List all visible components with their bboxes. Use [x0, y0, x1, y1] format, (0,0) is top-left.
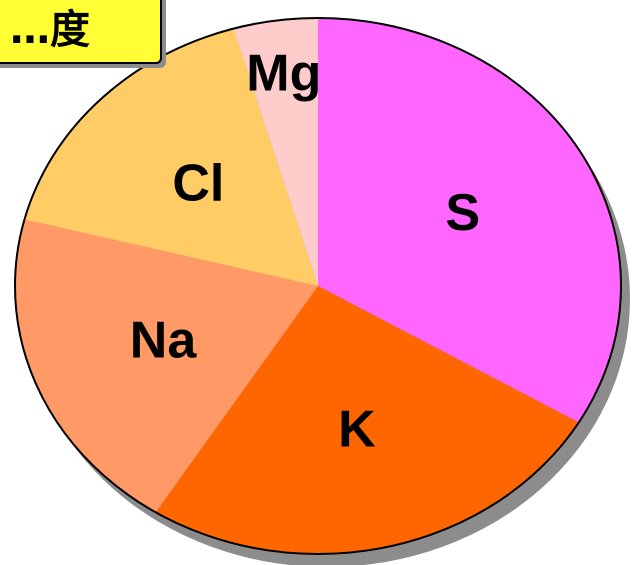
pie-slice-k [155, 286, 579, 554]
slice-label-cl: Cl [172, 154, 224, 212]
slice-label-s: S [445, 184, 480, 242]
pie-slices [15, 18, 621, 554]
chart-title: …度 [0, 0, 162, 64]
pie-slice-s [318, 18, 621, 423]
pie-slice-na [15, 219, 319, 513]
pie-labels: S K Na Cl Mg [130, 45, 480, 459]
pie-outline [14, 17, 622, 555]
chart-title-text: …度 [10, 7, 90, 53]
slice-label-mg: Mg [246, 45, 321, 103]
pie-slice-cl [24, 28, 319, 286]
pie-slice-mg [233, 18, 318, 286]
slice-label-k: K [338, 400, 376, 458]
slice-label-na: Na [130, 311, 198, 369]
